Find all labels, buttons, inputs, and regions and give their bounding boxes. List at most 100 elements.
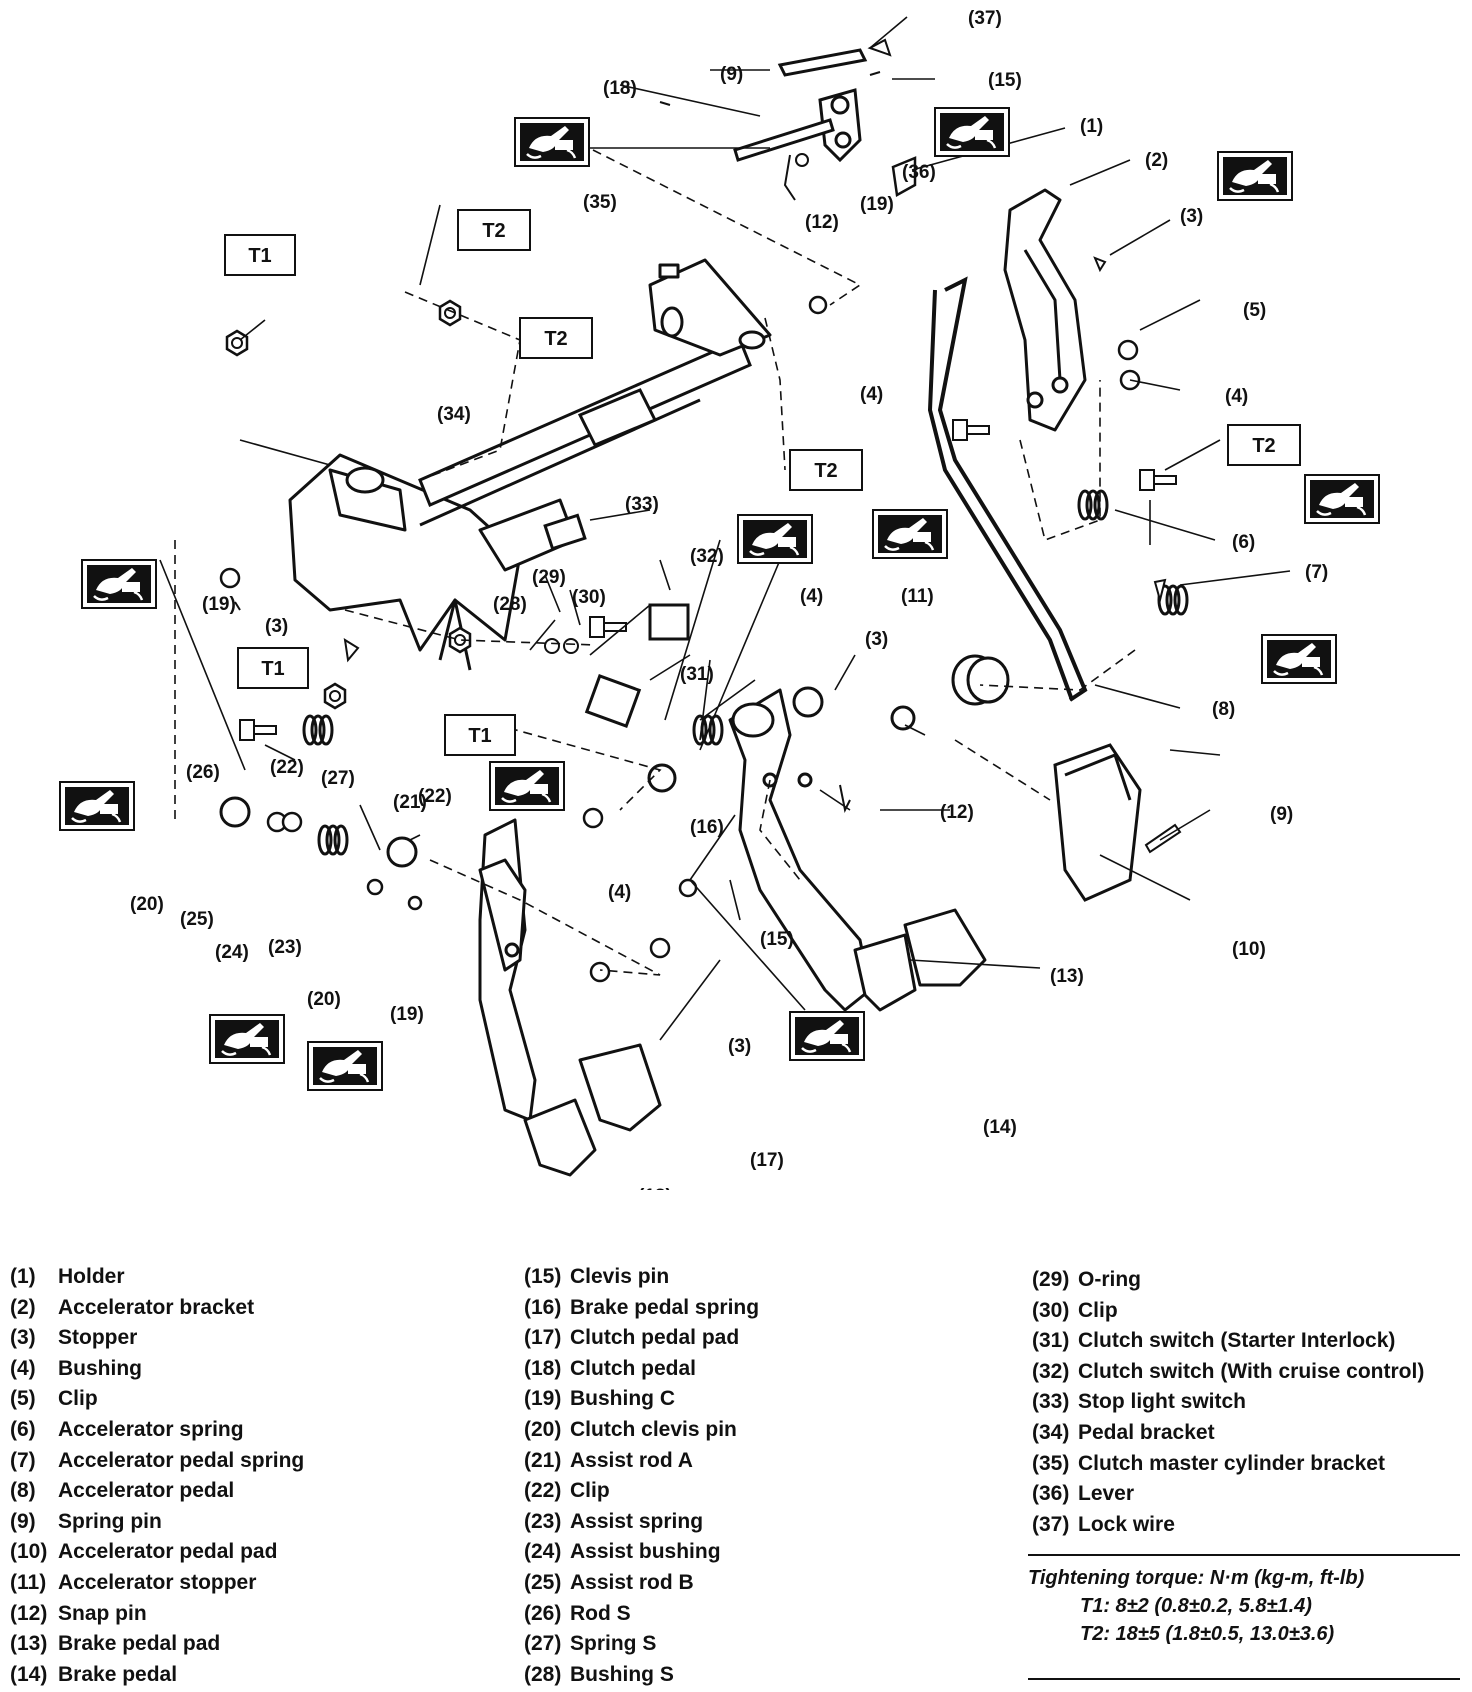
legend-item: (22)Clip [524, 1476, 759, 1507]
legend-item-number: (29) [1032, 1268, 1070, 1291]
legend-item-name: Assist rod B [570, 1570, 694, 1594]
callout-36: (36) [902, 162, 936, 183]
accelerator-pedal-shape [927, 276, 1088, 702]
legend-item: (18)Clutch pedal [524, 1354, 759, 1385]
legend-item-name: Clutch clevis pin [570, 1417, 737, 1441]
legend-item-number: (9) [10, 1509, 36, 1533]
legend-item-number: (34) [1032, 1420, 1070, 1444]
legend-item: (1)Holder [10, 1262, 304, 1293]
legend-item-name: Spring pin [58, 1509, 162, 1533]
legend-item: (10)Accelerator pedal pad [10, 1537, 304, 1568]
legend-item: (27)Spring S [524, 1629, 759, 1660]
legend-item: (7)Accelerator pedal spring [10, 1446, 304, 1477]
grease-gun-icon [933, 106, 1011, 158]
legend-item-number: (36) [1032, 1482, 1070, 1506]
lever-shape [733, 48, 868, 163]
torque-box-t2-a: T2 [457, 209, 531, 251]
legend-item-name: Accelerator bracket [58, 1295, 255, 1319]
grease-gun-icon [1303, 473, 1381, 525]
callout-14: (14) [983, 1117, 1017, 1138]
callout-13: (13) [1050, 966, 1084, 987]
legend-item-name: Brake pedal spring [570, 1295, 760, 1319]
legend-item: (30)Clip [1032, 1296, 1424, 1327]
pedal-bracket-shape [288, 453, 577, 671]
callout-6: (6) [1232, 532, 1255, 553]
callout-3: (3) [728, 1036, 751, 1057]
callout-11: (11) [901, 586, 934, 607]
legend-item-number: (31) [1032, 1329, 1070, 1353]
legend-item: (36)Lever [1032, 1479, 1424, 1510]
callout-37: (37) [968, 8, 1002, 29]
legend-item-number: (26) [524, 1601, 562, 1625]
grease-gun-icon [306, 1040, 384, 1092]
legend-item-number: (23) [524, 1509, 562, 1533]
torque-box-t2-d: T2 [1227, 424, 1301, 466]
legend-item: (12)Snap pin [10, 1599, 304, 1630]
legend-item-name: O-ring [1078, 1268, 1141, 1291]
callout-3: (3) [265, 616, 288, 637]
legend-item-number: (15) [524, 1265, 562, 1288]
legend-item: (20)Clutch clevis pin [524, 1415, 759, 1446]
legend-item-number: (17) [524, 1326, 562, 1350]
legend-item-number: (18) [524, 1356, 562, 1380]
callout-27: (27) [321, 768, 355, 789]
torque-t2-spec: T2: 18±5 (1.8±0.5, 13.0±3.6) [1080, 1623, 1335, 1645]
torque-box-t1-c: T1 [444, 714, 516, 756]
legend-item-name: Clutch switch (Starter Interlock) [1078, 1329, 1396, 1353]
legend-item-name: Bushing S [570, 1662, 674, 1686]
legend-item: (3)Stopper [10, 1323, 304, 1354]
callout-30: (30) [572, 587, 606, 608]
legend-item-name: Snap pin [58, 1601, 147, 1625]
legend-item-name: Accelerator pedal spring [58, 1448, 305, 1472]
grease-gun-icon [736, 513, 814, 565]
legend-item-number: (14) [10, 1662, 48, 1686]
legend-item: (11)Accelerator stopper [10, 1568, 304, 1599]
legend-item-number: (19) [524, 1387, 562, 1411]
legend-item-name: Brake pedal [58, 1662, 178, 1686]
pedal-assembly-diagram: T1 T2 T2 T2 T2 T1 T1 (37) (9) (15) (18) [58, 8, 1381, 1190]
callout-31: (31) [680, 664, 714, 685]
callout-3: (3) [1180, 206, 1203, 227]
legend-item: (5)Clip [10, 1384, 304, 1415]
legend-item-name: Bushing [58, 1356, 142, 1380]
legend-item-name: Accelerator pedal [58, 1479, 235, 1503]
legend-item: (29) O-ring [1032, 1265, 1424, 1296]
legend-item-number: (13) [10, 1632, 48, 1656]
legend-item: (8)Accelerator pedal [10, 1476, 304, 1507]
callout-12: (12) [940, 802, 974, 823]
legend-item: (19) Bushing C [524, 1384, 759, 1415]
legend-item: (23)Assist spring [524, 1507, 759, 1538]
grease-gun-icon [208, 1013, 286, 1065]
legend-item-number: (10) [10, 1540, 48, 1564]
callout-19: (19) [202, 594, 236, 615]
callout-20: (20) [130, 894, 164, 915]
legend-item-number: (37) [1032, 1512, 1070, 1536]
svg-text:T2: T2 [544, 328, 567, 350]
callout-25: (25) [180, 909, 214, 930]
legend-item-number: (16) [524, 1295, 562, 1319]
master-cylinder-tube [418, 338, 752, 527]
callout-18: (18) [603, 78, 637, 99]
legend-item: (31) Clutch switch (Starter Interlock) [1032, 1326, 1424, 1357]
legend-item-name: Assist rod A [570, 1448, 693, 1472]
torque-t1-spec: T1: 8±2 (0.8±0.2, 5.8±1.4) [1080, 1595, 1312, 1617]
callout-17: (17) [750, 1150, 784, 1171]
legend-item-number: (33) [1032, 1390, 1070, 1414]
tightening-torque-note: Tightening torque: N·m (kg-m, ft-lb) T1:… [1028, 1554, 1460, 1680]
svg-text:T2: T2 [482, 220, 505, 242]
legend-item-name: Brake pedal pad [58, 1632, 221, 1656]
callout-10: (10) [1232, 939, 1266, 960]
callout-7: (7) [1305, 562, 1328, 583]
legend-item-number: (4) [10, 1356, 36, 1380]
legend-item-name: Stopper [58, 1326, 138, 1350]
torque-box-t2-c: T2 [789, 449, 863, 491]
callout-2: (2) [1145, 150, 1168, 171]
legend-item-number: (1) [10, 1265, 36, 1288]
legend-item: (32)Clutch switch (With cruise control) [1032, 1357, 1424, 1388]
callout-15: (15) [760, 929, 794, 950]
legend-item: (24)Assist bushing [524, 1537, 759, 1568]
callout-19: (19) [860, 194, 894, 215]
callout-5: (5) [1243, 300, 1266, 321]
legend-item-name: Bushing C [570, 1387, 675, 1411]
legend-item-name: Clip [58, 1387, 98, 1411]
